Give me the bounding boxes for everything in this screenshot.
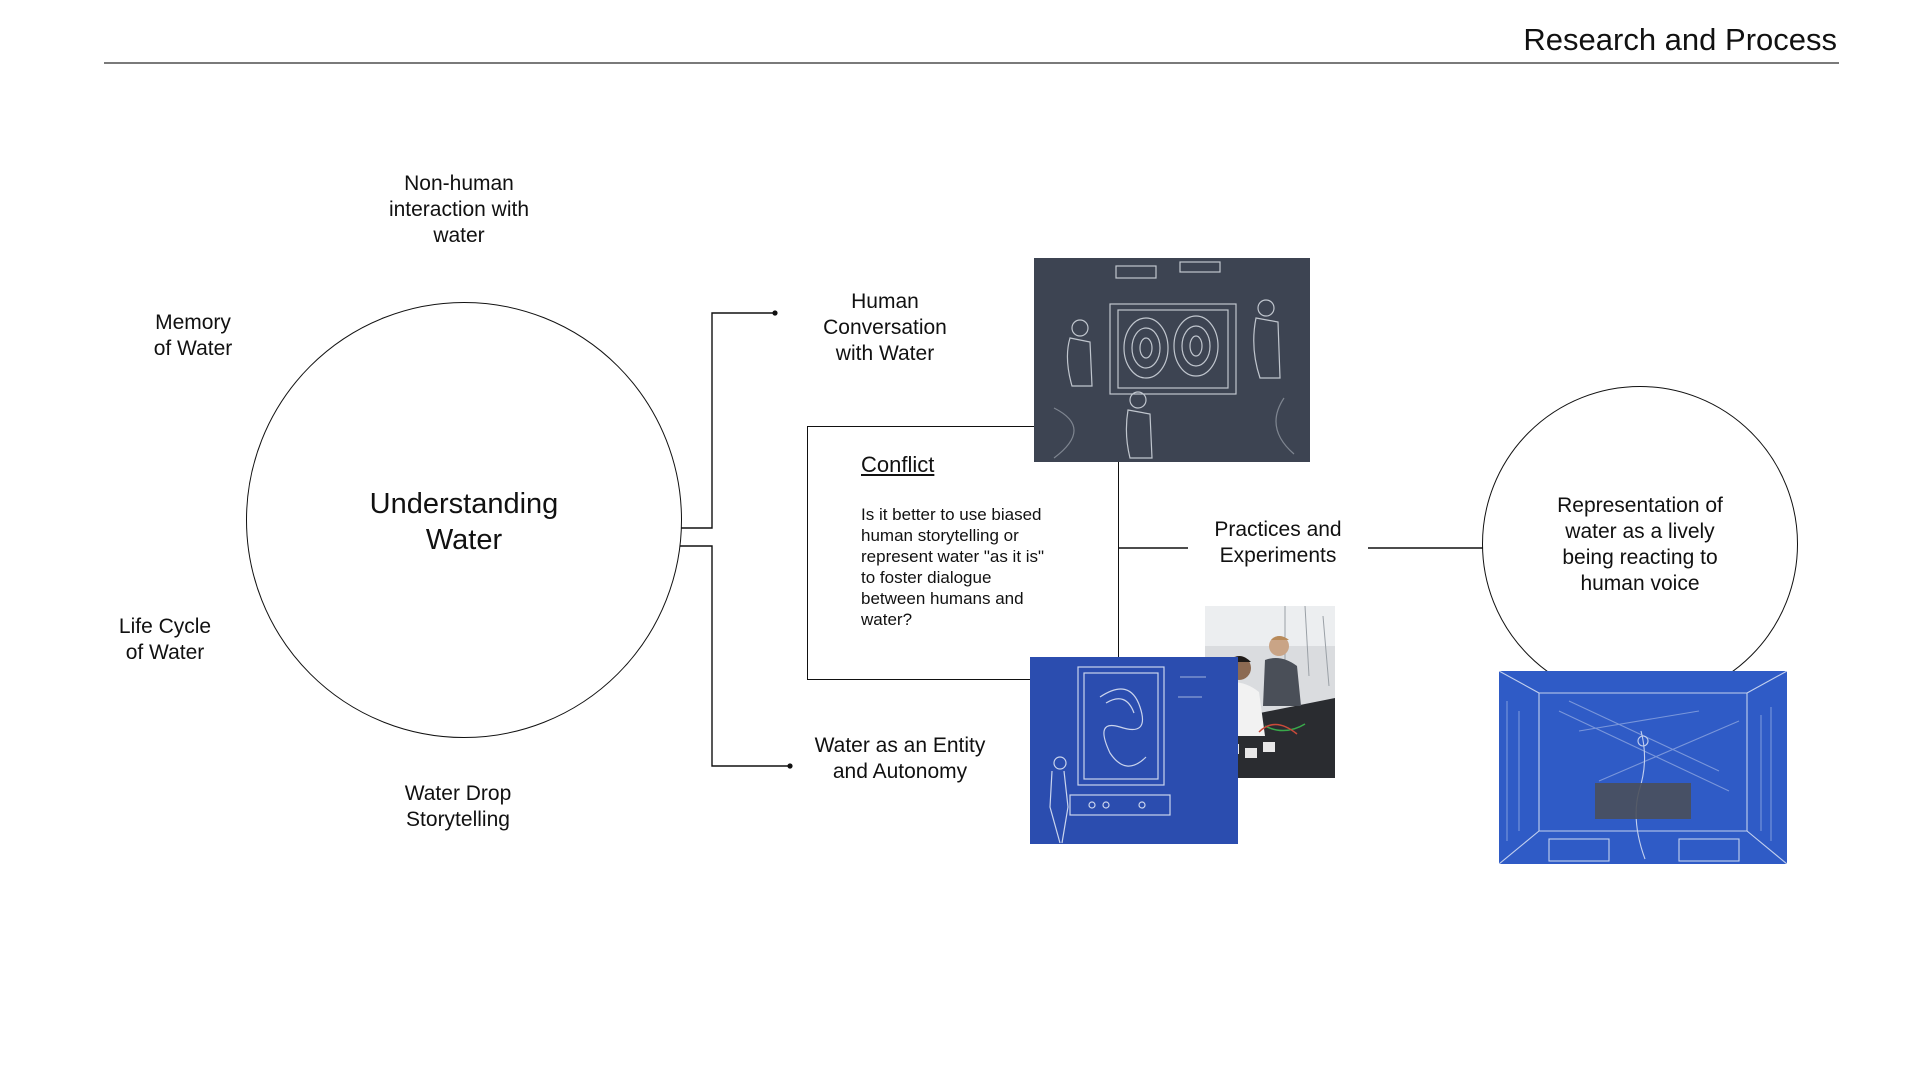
conflict-body: Is it better to use biased human storyte… [861,505,1045,629]
arrow-dot-lower [787,763,793,769]
label-human-conversation: Human Conversation with Water [823,290,947,365]
understanding-water-label: Understanding Water [369,488,559,556]
label-water-entity: Water as an Entity and Autonomy [814,734,986,783]
label-non-human-interaction: Non-human interaction with water [388,172,530,247]
conflict-box [807,426,1119,680]
page-title: Research and Process [1523,22,1837,57]
understanding-water-circle [246,302,682,738]
label-memory-of-water: Memory of Water [153,311,233,360]
label-water-drop-storytelling: Water Drop Storytelling [404,782,512,831]
label-life-cycle: Life Cycle of Water [118,615,212,664]
chalk-sketch-dark-image [1034,258,1310,462]
arrow-dot-upper [772,310,778,316]
conflict-title: Conflict [861,452,935,477]
label-outcome: Representation of water as a lively bein… [1557,494,1723,595]
label-practices-experiments: Practices and Experiments [1214,518,1342,567]
connector-upper [678,312,775,529]
header-divider [104,62,1839,64]
chalk-sketch-blue-image [1030,657,1238,844]
chalk-sketch-room-image [1499,671,1787,864]
outcome-circle [1482,386,1798,702]
connector-lower [678,545,790,767]
